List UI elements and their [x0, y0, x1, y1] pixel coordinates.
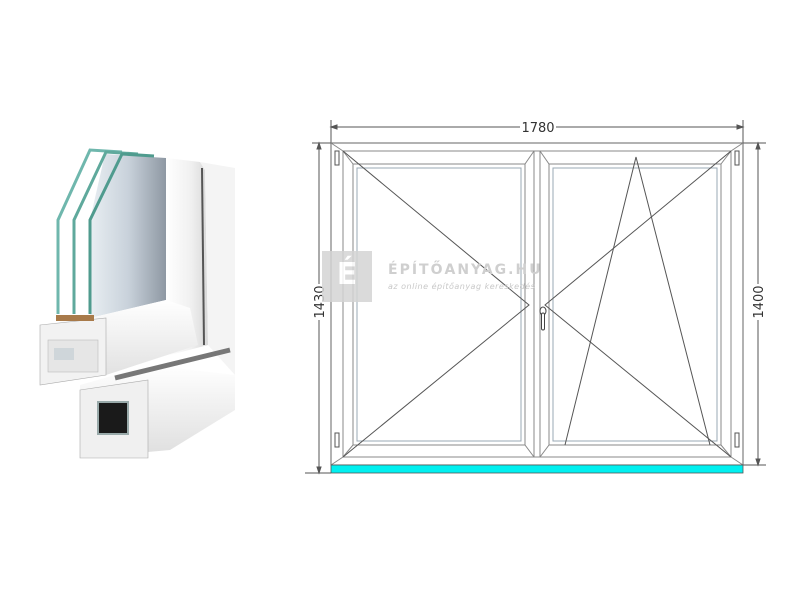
watermark-title: ÉPÍTŐANYAG.HU [388, 262, 543, 278]
watermark-logo: É [322, 251, 372, 302]
hinge-icon [334, 432, 340, 448]
window-profile-image [39, 148, 235, 459]
right-height-dimension-label: 1400 [752, 285, 767, 318]
hinge-icon [734, 432, 740, 448]
hinge-icon [334, 150, 340, 166]
window-sill [330, 464, 744, 474]
handle-icon [539, 306, 547, 331]
watermark-subtitle: az online építőanyag kereskedés [388, 282, 536, 291]
right-sash-turn-indicator [544, 150, 732, 458]
left-sash-turn-indicator [342, 150, 530, 458]
right-sash-tilt-indicator [564, 156, 711, 446]
width-dimension-label: 1780 [521, 121, 554, 136]
watermark-logo-letter: É [336, 257, 358, 292]
hinge-icon [734, 150, 740, 166]
